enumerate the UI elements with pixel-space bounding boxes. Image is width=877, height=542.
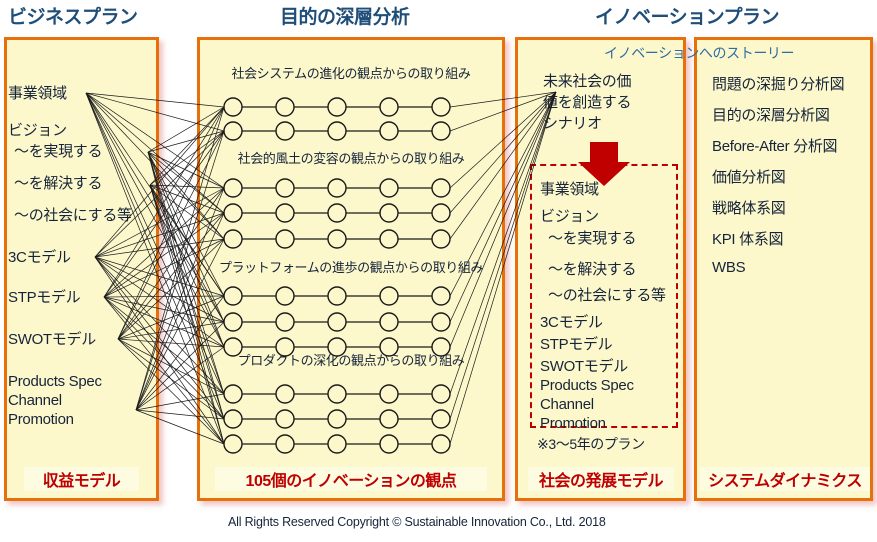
business-plan-item: Channel — [8, 392, 62, 409]
development-model-item: 事業領域 — [540, 181, 599, 198]
business-plan-item: SWOTモデル — [8, 331, 96, 348]
system-dynamics-item: 戦略体系図 — [712, 200, 786, 217]
business-plan-item: ビジョン — [8, 122, 67, 139]
business-plan-item: 事業領域 — [8, 85, 67, 102]
system-dynamics-item: WBS — [712, 259, 746, 276]
system-dynamics-item: Before-After 分析図 — [712, 138, 838, 155]
business-plan-item: Promotion — [8, 411, 74, 428]
development-model-item: ～の社会にする等 — [548, 287, 666, 304]
column-header-innovation-plan: イノベーションプラン — [595, 7, 780, 28]
viewpoint-group-title: 社会システムの進化の観点からの取り組み — [231, 66, 471, 81]
development-model-item: ビジョン — [540, 208, 599, 225]
development-model-item: ～を解決する — [548, 261, 637, 278]
caption-105-innovation-viewpoints: 105個のイノベーションの観点 — [215, 467, 487, 491]
system-dynamics-item: 問題の深掘り分析図 — [712, 76, 845, 93]
development-model-item: STPモデル — [540, 336, 613, 353]
development-model-item: SWOTモデル — [540, 358, 628, 375]
system-dynamics-item: 目的の深層分析図 — [712, 107, 830, 124]
system-dynamics-item: KPI 体系図 — [712, 231, 784, 248]
copyright-footer: All Rights Reserved Copyright © Sustaina… — [228, 515, 606, 529]
viewpoint-group-title: プラットフォームの進歩の観点からの取り組み — [218, 260, 484, 275]
column-header-purpose-analysis: 目的の深層分析 — [280, 7, 410, 28]
innovation-headline-line: 値を創造する — [543, 94, 632, 111]
development-model-item: Products Spec — [540, 377, 634, 394]
viewpoint-group-title: 社会的風土の変容の観点からの取り組み — [237, 151, 465, 166]
business-plan-item: 3Cモデル — [8, 249, 71, 266]
business-plan-item: Products Spec — [8, 373, 102, 390]
business-plan-item: ～の社会にする等 — [14, 207, 132, 224]
story-ribbon-label: イノベーションへのストーリー — [604, 45, 795, 61]
column-header-business-plan: ビジネスプラン — [8, 7, 138, 28]
plan-duration-note: ※3～5年のプラン — [537, 436, 645, 452]
panel-system-dynamics — [694, 37, 873, 501]
business-plan-item: ～を解決する — [14, 175, 103, 192]
caption-system-dynamics: システムダイナミクス — [700, 467, 870, 491]
system-dynamics-item: 価値分析図 — [712, 169, 786, 186]
caption-revenue-model: 収益モデル — [24, 467, 139, 491]
innovation-headline-line: 未来社会の価 — [543, 73, 632, 90]
development-model-item: Promotion — [540, 415, 606, 432]
development-model-item: 3Cモデル — [540, 314, 603, 331]
panel-business-plan — [4, 37, 159, 501]
innovation-headline-line: シナリオ — [543, 115, 602, 132]
caption-social-development-model: 社会の発展モデル — [528, 467, 674, 491]
development-model-item: ～を実現する — [548, 230, 637, 247]
development-model-item: Channel — [540, 396, 594, 413]
business-plan-item: ～を実現する — [14, 143, 103, 160]
business-plan-item: STPモデル — [8, 289, 81, 306]
viewpoint-group-title: プロダクトの深化の観点からの取り組み — [237, 353, 465, 368]
